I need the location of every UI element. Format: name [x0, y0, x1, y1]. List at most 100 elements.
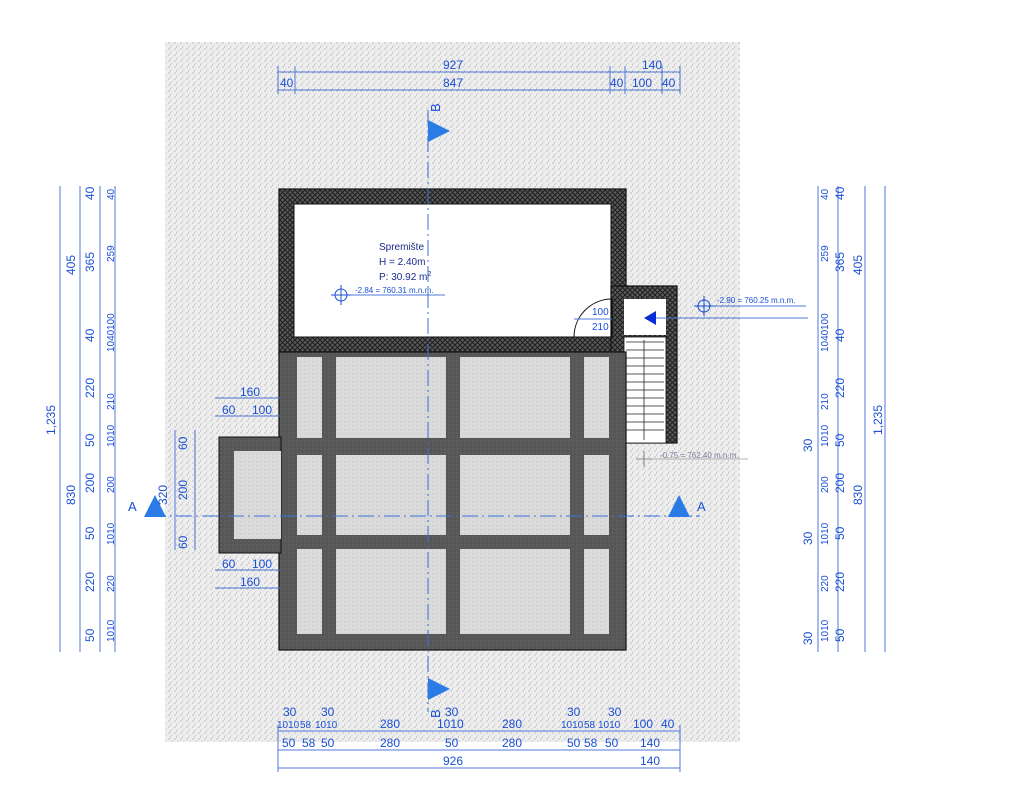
vertical-dim: 220: [833, 572, 847, 592]
bottom-dim: 50: [282, 736, 296, 750]
vertical-dim: 50: [83, 433, 97, 447]
bottom-dim: 140: [640, 736, 660, 750]
section-marker-b-bottom: [428, 678, 450, 700]
vertical-dim: 1040: [106, 329, 117, 352]
top-dim-stair: 140: [642, 58, 662, 72]
vertical-dim: 830: [64, 485, 78, 505]
bottom-dim-30: 30: [445, 705, 459, 719]
foundation-cell: [460, 455, 570, 535]
vertical-dim: 40: [83, 186, 97, 200]
bottom-dim: 1010: [561, 720, 584, 731]
vertical-dim: 210: [106, 393, 117, 410]
annex-dim: 100: [252, 557, 272, 571]
bottom-dim: 280: [502, 717, 522, 731]
vertical-dim: 220: [820, 575, 831, 592]
foundation-cell: [297, 549, 322, 634]
foundation-cell: [297, 455, 322, 535]
vertical-dim: 220: [833, 378, 847, 398]
vertical-dim: 365: [83, 252, 97, 272]
section-marker-b-top: [428, 120, 450, 142]
bottom-dim: 100: [633, 717, 653, 731]
foundation-cell: [297, 357, 322, 438]
bottom-dim: 50: [321, 736, 335, 750]
annex-dim: 60: [222, 403, 236, 417]
vertical-dim: 405: [64, 255, 78, 275]
vertical-dim: 1,235: [871, 405, 885, 435]
bottom-dim-30: 30: [321, 705, 335, 719]
bottom-dim: 58: [300, 720, 312, 731]
vertical-dim: 405: [851, 255, 865, 275]
foundation-cell: [336, 357, 446, 438]
vertical-dim: 40: [833, 328, 847, 342]
foundation-cell: [460, 357, 570, 438]
bottom-dim: 280: [380, 717, 400, 731]
vertical-dim: 50: [833, 628, 847, 642]
level-marker-entry: [694, 296, 806, 316]
vertical-dim: 200: [820, 476, 831, 493]
top-dim-interior: 847: [443, 76, 463, 90]
top-dim-total: 927: [443, 58, 463, 72]
vertical-dim: 200: [83, 473, 97, 493]
door-width-label: 100: [592, 307, 609, 318]
bottom-dim-total: 926: [443, 754, 463, 768]
vertical-dim: 259: [820, 245, 831, 262]
vertical-dim: 40: [820, 188, 831, 200]
vertical-dim: 50: [833, 433, 847, 447]
vertical-dim: 220: [83, 378, 97, 398]
vertical-dim: 30: [801, 438, 815, 452]
room-name: Spremište: [379, 242, 424, 253]
foundation-grid: [218, 351, 627, 651]
vertical-dim: 210: [820, 393, 831, 410]
bottom-dim: 1010: [598, 720, 621, 731]
bottom-dim: 50: [605, 736, 619, 750]
vertical-dim: 50: [833, 526, 847, 540]
level-marker-stair: [636, 451, 748, 467]
vertical-dim: 100: [820, 313, 831, 330]
vertical-dim: 259: [106, 245, 117, 262]
door-height-label: 210: [592, 322, 609, 333]
vertical-dim: 830: [851, 485, 865, 505]
bottom-dim-30: 30: [608, 705, 622, 719]
bottom-dim-30: 30: [283, 705, 297, 719]
foundation-cell: [336, 455, 446, 535]
annex-dim: 60: [176, 436, 190, 450]
left-dimensions: 1,23540583040365402205020050220504025910…: [44, 186, 117, 642]
bottom-dim: 1010: [277, 720, 300, 731]
bottom-dim: 280: [380, 736, 400, 750]
section-label-b-top: B: [428, 103, 443, 112]
vertical-dim: 100: [106, 313, 117, 330]
annex-dim: 200: [176, 480, 190, 500]
room-area: P: 30.92 m2: [379, 271, 431, 283]
entry-arrow: [644, 311, 808, 325]
vertical-dim: 1010: [106, 522, 117, 545]
vertical-dim: 30: [801, 631, 815, 645]
bottom-dim: 58: [302, 736, 316, 750]
vertical-dim: 1010: [106, 424, 117, 447]
vertical-dim: 200: [833, 473, 847, 493]
vertical-dim: 1010: [820, 522, 831, 545]
vertical-dim: 200: [106, 476, 117, 493]
annex-dim: 60: [176, 535, 190, 549]
vertical-dim: 1010: [820, 619, 831, 642]
top-dim-wall-right: 40: [610, 76, 624, 90]
section-marker-a-right: [668, 495, 690, 517]
bottom-dim-stair-total: 140: [640, 754, 660, 768]
vertical-dim: 40: [833, 186, 847, 200]
vertical-dim: 220: [83, 572, 97, 592]
section-label-a-left: A: [128, 499, 137, 514]
dimension-lines: [59, 66, 886, 772]
foundation-cell: [336, 549, 446, 634]
bottom-dim: 280: [502, 736, 522, 750]
foundation-cell: [584, 357, 609, 438]
vertical-dim: 1040: [820, 329, 831, 352]
vertical-dim: 1010: [106, 619, 117, 642]
vertical-dim: 1,235: [44, 405, 58, 435]
annex-dim: 160: [240, 385, 260, 399]
bottom-dim: 50: [445, 736, 459, 750]
bottom-dim-30: 30: [567, 705, 581, 719]
bottom-dim: 50: [567, 736, 581, 750]
vertical-dim: 1010: [820, 424, 831, 447]
top-dim-stair-inner: 100: [632, 76, 652, 90]
annex-dim: 160: [240, 575, 260, 589]
